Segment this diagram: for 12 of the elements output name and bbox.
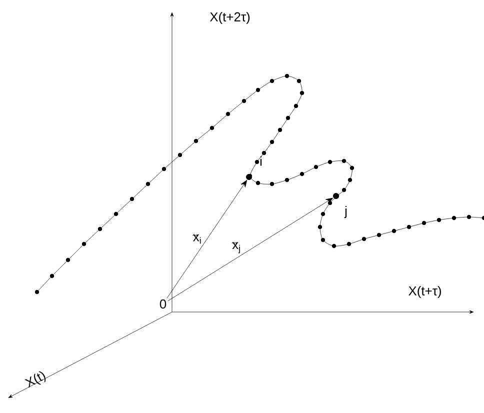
vector-arrow	[168, 198, 333, 302]
axis-label: X(t)	[24, 371, 46, 388]
origin-label: 0	[160, 299, 166, 309]
axis-label: X(t+2τ)	[210, 12, 250, 24]
vector-arrow	[166, 180, 248, 298]
point-label: i	[260, 156, 262, 166]
point-marker	[333, 193, 339, 199]
point-label: j	[344, 206, 347, 218]
axis-label: X(t+τ)	[408, 286, 441, 298]
edge-label: x$_{j}$	[231, 241, 242, 254]
edge-label: x$_{i}$	[192, 233, 203, 245]
point-marker	[246, 174, 252, 180]
